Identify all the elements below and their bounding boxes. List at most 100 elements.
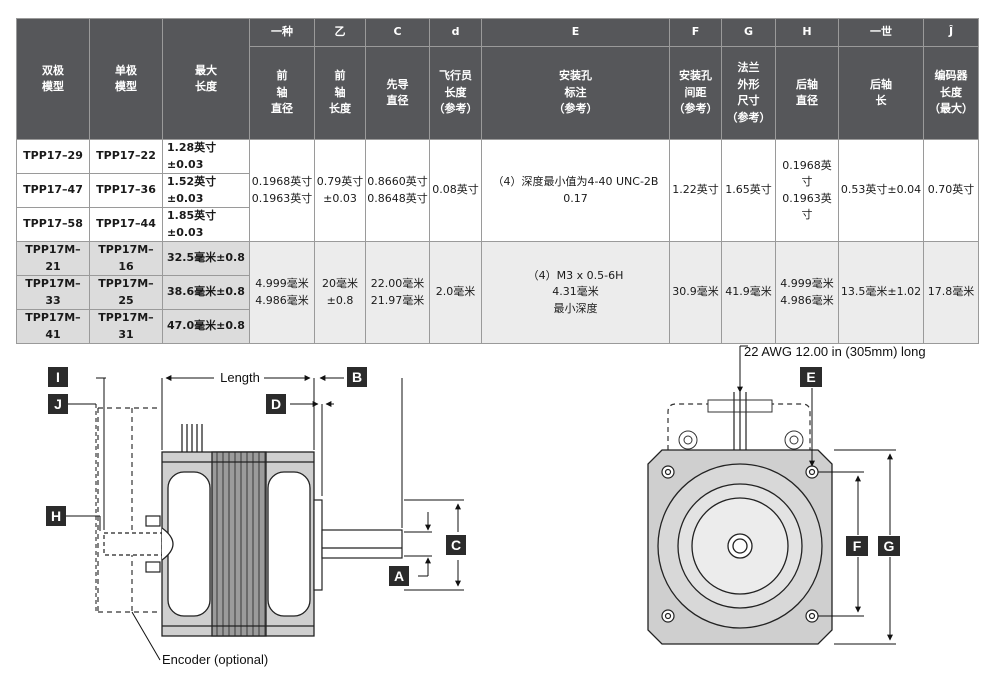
header-letter-a: 一种 xyxy=(249,18,315,47)
front-dimension-lines xyxy=(809,388,896,645)
unipolar-model-cell: TPP17M–31 xyxy=(89,309,163,344)
header-letter-e: E xyxy=(481,18,670,47)
svg-text:J: J xyxy=(54,396,62,412)
length-cell: 32.5毫米±0.8 xyxy=(162,241,250,276)
bipolar-model-cell: TPP17–29 xyxy=(16,139,90,174)
header-bipolar-model: 双极模型 xyxy=(16,18,90,140)
rear-shaft xyxy=(103,515,163,573)
spec-cell-i: 0.53英寸±0.04 xyxy=(838,139,924,242)
letter-box-b: B xyxy=(347,367,367,387)
svg-text:B: B xyxy=(352,369,362,385)
header-letter-j: Ĵ xyxy=(923,18,979,47)
spec-cell-j: 17.8毫米 xyxy=(923,241,979,344)
spec-table: 双极模型 单极模型 最大长度 一种 乙 C d E F G H 一世 Ĵ 前轴直… xyxy=(16,18,979,344)
table-row: TPP17M–33 TPP17M–25 38.6毫米±0.8 xyxy=(16,275,979,310)
letter-box-i: I xyxy=(48,367,68,387)
header-front-shaft-diameter: 前轴直径 xyxy=(249,46,315,140)
dimension-lines xyxy=(66,375,464,661)
header-pilot-length: 飞行员长度（参考） xyxy=(429,46,482,140)
spec-cell-f: 1.22英寸 xyxy=(669,139,722,242)
header-letter-i: 一世 xyxy=(838,18,924,47)
header-letter-g: G xyxy=(721,18,776,47)
unipolar-model-cell: TPP17M–16 xyxy=(89,241,163,276)
letter-box-h: H xyxy=(46,506,66,526)
header-unipolar-model: 单极模型 xyxy=(89,18,163,140)
wire-bundle xyxy=(181,424,203,452)
front-view: 22 AWG 12.00 in (305mm) long xyxy=(647,344,926,645)
header-max-length: 最大长度 xyxy=(162,18,250,140)
svg-text:E: E xyxy=(806,369,815,385)
length-label: Length xyxy=(220,370,260,385)
header-rear-shaft-length: 后轴长 xyxy=(838,46,924,140)
front-shaft xyxy=(313,499,403,591)
header-letter-d: d xyxy=(429,18,482,47)
letter-box-e: E xyxy=(800,367,822,387)
svg-text:A: A xyxy=(394,568,404,584)
unipolar-model-cell: TPP17–22 xyxy=(89,139,163,174)
header-letter-c: C xyxy=(365,18,430,47)
header-front-shaft-length: 前轴长度 xyxy=(314,46,366,140)
letter-box-c: C xyxy=(446,535,466,555)
bipolar-model-cell: TPP17–47 xyxy=(16,173,90,208)
spec-cell-i: 13.5毫米±1.02 xyxy=(838,241,924,344)
spec-cell-d: 2.0毫米 xyxy=(429,241,482,344)
length-cell: 47.0毫米±0.8 xyxy=(162,309,250,344)
unipolar-model-cell: TPP17–36 xyxy=(89,173,163,208)
letter-box-d: D xyxy=(266,394,286,414)
encoder-label: Encoder (optional) xyxy=(162,652,268,667)
spec-cell-d: 0.08英寸 xyxy=(429,139,482,242)
encoder-outline xyxy=(97,407,160,613)
header-rear-shaft-diameter: 后轴直径 xyxy=(775,46,839,140)
motor-body xyxy=(161,451,315,637)
letter-box-a: A xyxy=(389,566,409,586)
length-cell: 1.52英寸±0.03 xyxy=(162,173,250,208)
svg-text:I: I xyxy=(56,369,60,385)
length-cell: 38.6毫米±0.8 xyxy=(162,275,250,310)
header-pilot-diameter: 先导直径 xyxy=(365,46,430,140)
connector-clips xyxy=(678,399,804,450)
header-letter-b: 乙 xyxy=(314,18,366,47)
spec-cell-f: 30.9毫米 xyxy=(669,241,722,344)
wires xyxy=(733,392,747,450)
svg-text:G: G xyxy=(884,538,895,554)
letter-box-f: F xyxy=(846,536,868,556)
spec-cell-b: 20毫米±0.8 xyxy=(314,241,366,344)
bipolar-model-cell: TPP17M–21 xyxy=(16,241,90,276)
unipolar-model-cell: TPP17M–25 xyxy=(89,275,163,310)
header-letter-h: H xyxy=(775,18,839,47)
header-flange-size: 法兰外形尺寸（参考） xyxy=(721,46,776,140)
side-view: I J H D B C A Length Encoder (optional) xyxy=(46,367,466,667)
table-row: TPP17M–41 TPP17M–31 47.0毫米±0.8 xyxy=(16,309,979,344)
wire-label: 22 AWG 12.00 in (305mm) long xyxy=(744,344,926,359)
mounting-holes xyxy=(661,465,819,623)
bipolar-model-cell: TPP17M–41 xyxy=(16,309,90,344)
motor-dimension-drawings: I J H D B C A Length Encoder (optional) xyxy=(46,344,926,667)
wire-arrow xyxy=(737,345,748,393)
spec-cell-j: 0.70英寸 xyxy=(923,139,979,242)
table-row: TPP17–47 TPP17–36 1.52英寸±0.03 xyxy=(16,173,979,208)
letter-box-j: J xyxy=(48,394,68,414)
bipolar-model-cell: TPP17M–33 xyxy=(16,275,90,310)
length-cell: 1.28英寸±0.03 xyxy=(162,139,250,174)
flange xyxy=(647,449,833,645)
svg-text:D: D xyxy=(271,396,281,412)
header-mounting-hole-spacing: 安装孔间距（参考） xyxy=(669,46,722,140)
header-mounting-hole-spec: 安装孔标注（参考） xyxy=(481,46,670,140)
header-encoder-length: 编码器长度（最大） xyxy=(923,46,979,140)
svg-text:H: H xyxy=(51,508,61,524)
spec-cell-g: 1.65英寸 xyxy=(721,139,776,242)
length-cell: 1.85英寸±0.03 xyxy=(162,207,250,242)
svg-text:C: C xyxy=(451,537,461,553)
spec-cell-b: 0.79英寸±0.03 xyxy=(314,139,366,242)
wire-harness-outline xyxy=(667,403,811,450)
letter-box-g: G xyxy=(878,536,900,556)
